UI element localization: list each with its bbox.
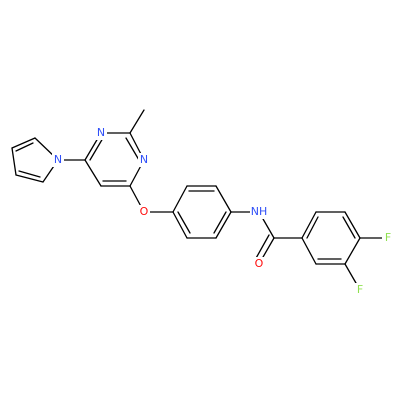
bond — [84, 159, 102, 187]
bond — [89, 137, 104, 161]
atom-o-carbonyl: O — [253, 257, 265, 271]
atom-f-meta: F — [354, 283, 366, 297]
bond — [306, 216, 319, 239]
bond — [18, 170, 41, 178]
bond — [213, 211, 227, 234]
bond — [344, 237, 361, 265]
atom-o-ether: O — [138, 205, 150, 219]
atom-n-pyrimidine-right: N — [138, 153, 150, 167]
bond — [342, 216, 356, 239]
bond — [15, 174, 44, 183]
bond-layer — [11, 109, 389, 291]
bond — [215, 185, 232, 213]
atom-label: F — [357, 283, 363, 296]
bond — [129, 109, 145, 134]
atom-n-pyrimidine-top: N — [95, 126, 107, 140]
bond — [215, 211, 232, 239]
bond — [254, 234, 270, 261]
bond — [172, 211, 188, 239]
bond — [125, 137, 140, 161]
bond — [11, 147, 17, 176]
bond — [301, 211, 317, 239]
atom-label: O — [140, 205, 149, 218]
atom-label-layer: N N N O NH O F F — [52, 126, 394, 297]
bond — [301, 237, 317, 265]
bond — [11, 137, 36, 149]
atom-label: O — [255, 257, 264, 270]
atom-label: F — [385, 231, 391, 244]
bond — [15, 142, 34, 152]
atom-f-para: F — [382, 231, 394, 245]
atom-label: NH — [251, 205, 268, 218]
atom-label: N — [140, 153, 148, 166]
bond — [172, 185, 188, 213]
atom-label: N — [97, 126, 105, 139]
bond — [177, 211, 191, 234]
atom-label: N — [54, 153, 62, 166]
bond — [344, 211, 361, 239]
atom-nh-amide: NH — [250, 205, 268, 219]
atom-n-pyrrole: N — [52, 153, 64, 167]
